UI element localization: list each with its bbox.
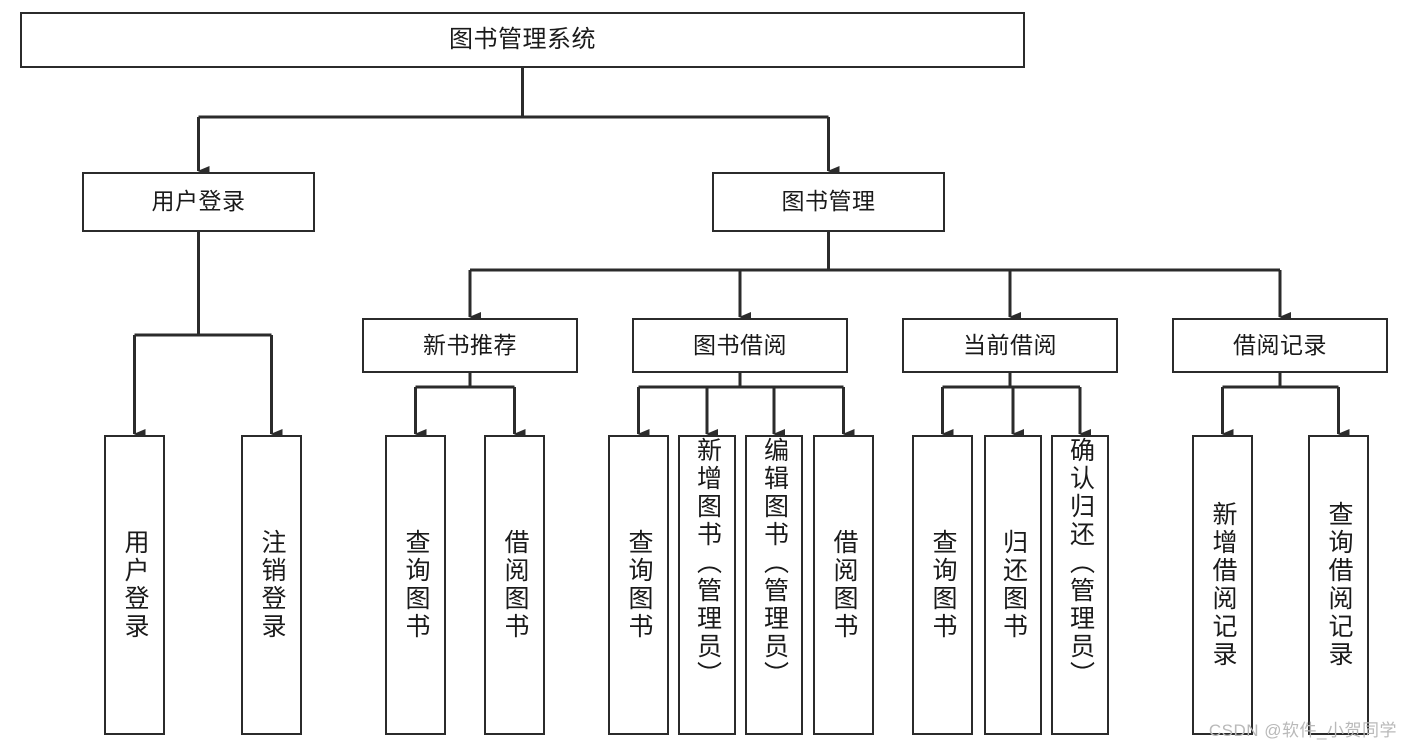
node-leaf-new-2[interactable]: 借阅图书 [484, 435, 545, 735]
node-bookmgmt[interactable]: 图书管理 [712, 172, 945, 232]
node-leaf-bor-2[interactable]: 新增图书（管理员） [678, 435, 736, 735]
node-leaf-bor-1[interactable]: 查询图书 [608, 435, 669, 735]
node-leaf-rec-1[interactable]: 新增借阅记录 [1192, 435, 1253, 735]
node-label: 确认归还（管理员） [1066, 437, 1095, 689]
node-leaf-rec-2[interactable]: 查询借阅记录 [1308, 435, 1369, 735]
node-borrow[interactable]: 图书借阅 [632, 318, 848, 373]
node-label: 注销登录 [258, 529, 286, 641]
node-root[interactable]: 图书管理系统 [20, 12, 1025, 68]
node-label: 借阅记录 [1233, 331, 1327, 358]
node-leaf-cur-2[interactable]: 归还图书 [984, 435, 1042, 735]
watermark-text: CSDN @软件_小贺同学 [1208, 721, 1397, 740]
node-current[interactable]: 当前借阅 [902, 318, 1118, 373]
node-label: 图书借阅 [693, 331, 787, 358]
node-leaf-bor-3[interactable]: 编辑图书（管理员） [745, 435, 803, 735]
node-label: 新增借阅记录 [1209, 501, 1237, 669]
node-label: 查询图书 [402, 529, 430, 641]
node-label: 用户登录 [151, 188, 246, 215]
node-leaf-login-2[interactable]: 注销登录 [241, 435, 302, 735]
node-leaf-bor-4[interactable]: 借阅图书 [813, 435, 874, 735]
node-label: 新书推荐 [423, 331, 517, 358]
node-label: 用户登录 [121, 529, 149, 641]
node-leaf-login-1[interactable]: 用户登录 [104, 435, 165, 735]
node-label: 归还图书 [999, 529, 1028, 641]
node-label: 借阅图书 [501, 529, 529, 641]
node-records[interactable]: 借阅记录 [1172, 318, 1388, 373]
node-label: 图书管理 [781, 188, 876, 215]
node-label: 图书管理系统 [449, 25, 596, 53]
node-label: 查询图书 [625, 529, 653, 641]
node-label: 查询借阅记录 [1325, 501, 1353, 669]
node-label: 新增图书（管理员） [693, 437, 722, 689]
node-label: 编辑图书（管理员） [760, 437, 789, 689]
node-leaf-cur-1[interactable]: 查询图书 [912, 435, 973, 735]
node-label: 查询图书 [929, 529, 957, 641]
node-leaf-cur-3[interactable]: 确认归还（管理员） [1051, 435, 1109, 735]
node-label: 借阅图书 [830, 529, 858, 641]
node-login[interactable]: 用户登录 [82, 172, 315, 232]
node-leaf-new-1[interactable]: 查询图书 [385, 435, 446, 735]
node-label: 当前借阅 [963, 331, 1057, 358]
node-newbook[interactable]: 新书推荐 [362, 318, 578, 373]
